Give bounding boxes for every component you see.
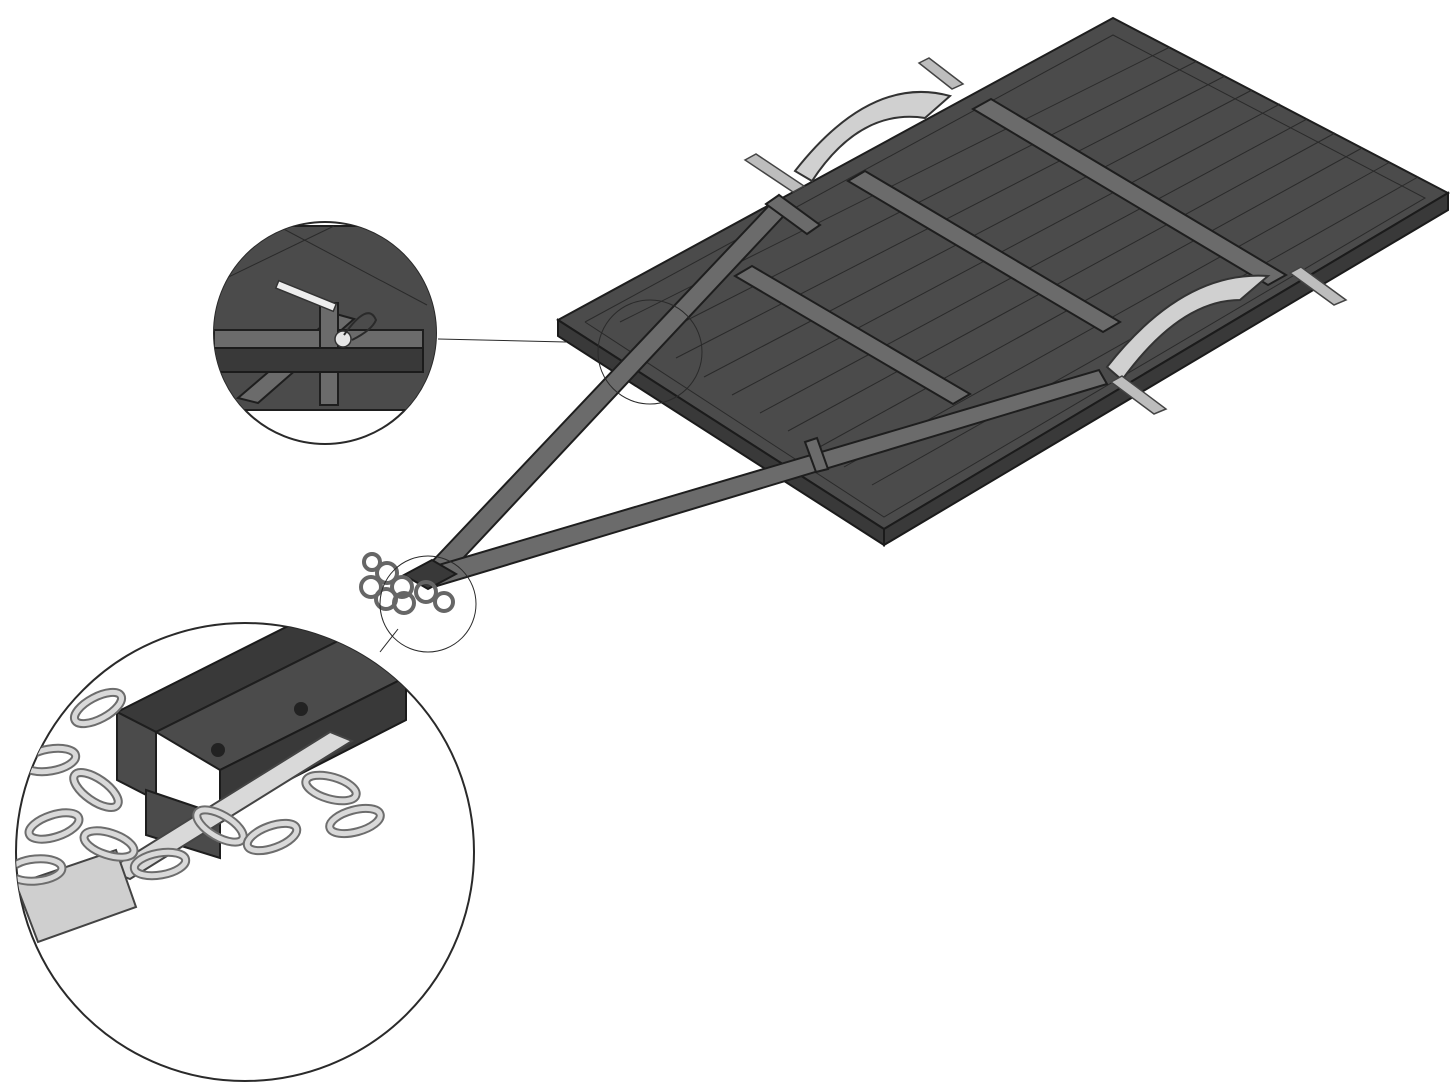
axle-ends xyxy=(743,57,1348,415)
tongue-pin-callout xyxy=(213,221,567,445)
detail-marker-coupler xyxy=(379,555,477,653)
detail-marker-tongue-pin xyxy=(597,299,703,405)
coupler-chain-callout xyxy=(15,622,475,1082)
fender-right-front xyxy=(1105,274,1271,382)
trailer-main-view xyxy=(359,16,1451,653)
safety-chain-small xyxy=(359,552,455,615)
top-callout-leader xyxy=(437,338,567,343)
deck-boards xyxy=(619,46,1419,486)
bottom-callout-leader xyxy=(379,628,399,653)
deck-crossmembers xyxy=(733,97,1289,406)
tongue-assembly xyxy=(401,193,1109,591)
fender-left-rear xyxy=(793,91,953,183)
chain-detail xyxy=(16,687,385,886)
